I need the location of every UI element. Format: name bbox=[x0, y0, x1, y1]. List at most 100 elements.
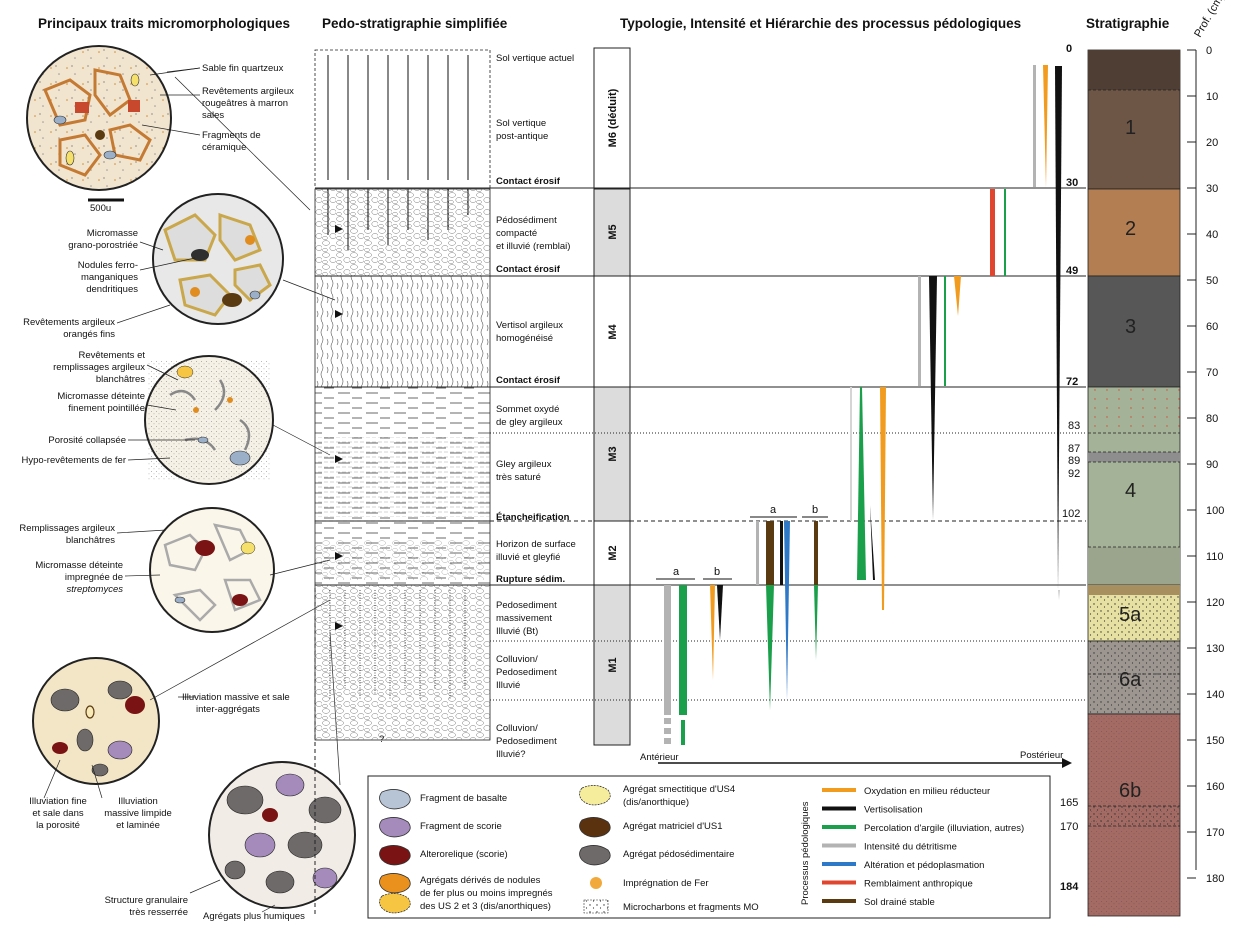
strat-unit-label: 4 bbox=[1125, 480, 1136, 502]
ruler-tick-label: 130 bbox=[1206, 643, 1224, 655]
process-legend-label: Altération et pédoplasmation bbox=[864, 860, 984, 871]
strat-unit-label: 2 bbox=[1125, 218, 1136, 240]
ruler-tick-label: 180 bbox=[1206, 873, 1224, 885]
thin-section-circle-m6: 500u bbox=[26, 45, 172, 214]
micro-label: Illuviation fine bbox=[29, 796, 87, 807]
legend-label: Agrégat matriciel d'US1 bbox=[623, 821, 723, 832]
unit-description: Sol vertique bbox=[496, 118, 546, 129]
unit-code: M1 bbox=[607, 657, 619, 672]
depth-label: 87 bbox=[1068, 443, 1080, 455]
process-bar bbox=[1004, 189, 1006, 276]
process-bar bbox=[664, 718, 671, 724]
process-legend-label: Oxydation en milieu réducteur bbox=[864, 786, 990, 797]
micro-label: et laminée bbox=[116, 820, 160, 831]
micro-label: Nodules ferro- bbox=[78, 260, 138, 271]
micro-label: Hypo-revêtements de fer bbox=[21, 455, 126, 466]
process-legend-label: Percolation d'argile (illuviation, autre… bbox=[864, 823, 1024, 834]
micro-label: inter-aggrégats bbox=[196, 704, 260, 715]
ruler-tick-label: 140 bbox=[1206, 689, 1224, 701]
micro-label: Revêtements argileux bbox=[23, 317, 115, 328]
process-bar bbox=[918, 276, 921, 386]
micro-label: et sale dans bbox=[32, 808, 83, 819]
legend-label: Fragment de basalte bbox=[420, 793, 507, 804]
unit-description: Gley argileux bbox=[496, 459, 552, 470]
ruler-tick-label: 110 bbox=[1206, 551, 1224, 563]
ruler-tick-label: 150 bbox=[1206, 735, 1224, 747]
micro-label: manganiques bbox=[81, 272, 138, 283]
process-bar bbox=[756, 521, 759, 585]
chronology-axis: Antérieur Postérieur bbox=[640, 750, 1072, 768]
pedo-column: ? bbox=[314, 49, 491, 915]
depth-label: 184 bbox=[1060, 881, 1079, 893]
micro-label: céramique bbox=[202, 142, 246, 153]
micro-label: Porosité collapsée bbox=[48, 435, 126, 446]
ruler-tick-label: 160 bbox=[1206, 781, 1224, 793]
ruler-tick-label: 100 bbox=[1206, 505, 1224, 517]
ruler-tick-label: 80 bbox=[1206, 413, 1218, 425]
depth-label: 102 bbox=[1062, 508, 1080, 520]
unit-description: Pedosediment bbox=[496, 736, 557, 747]
depth-label: 83 bbox=[1068, 420, 1080, 432]
legend-label: de fer plus ou moins impregnés bbox=[420, 888, 553, 899]
depth-label: 165 bbox=[1060, 797, 1078, 809]
unit-code: M3 bbox=[607, 446, 619, 461]
process-bar bbox=[679, 585, 687, 715]
process-bar bbox=[664, 738, 671, 744]
legend-label: Agrégats dérivés de nodules bbox=[420, 875, 541, 886]
pedo-header: Pedo-stratigraphie simplifiée bbox=[322, 16, 508, 31]
micro-label: grano-porostriée bbox=[68, 240, 138, 251]
micro-label: massive limpide bbox=[104, 808, 172, 819]
legend-label: des US 2 et 3 (dis/anorthiques) bbox=[420, 901, 551, 912]
micro-label: blanchâtres bbox=[66, 535, 115, 546]
unit-contact: Contact érosif bbox=[496, 176, 561, 187]
process-bar bbox=[664, 728, 671, 734]
process-bar bbox=[681, 720, 685, 745]
group-label: b bbox=[812, 504, 818, 516]
strat-unit-label: 5a bbox=[1119, 604, 1142, 626]
micro-label: Revêtements argileux bbox=[202, 86, 294, 97]
micro-label: Fragments de bbox=[202, 130, 261, 141]
unit-description: Vertisol argileux bbox=[496, 320, 563, 331]
depth-label: 49 bbox=[1066, 265, 1078, 277]
ruler-tick-label: 0 bbox=[1206, 45, 1212, 57]
unit-description: et illuvié (remblai) bbox=[496, 241, 570, 252]
process-bar bbox=[857, 387, 866, 580]
process-legend-label: Sol drainé stable bbox=[864, 897, 935, 908]
micro-label: la porosité bbox=[36, 820, 80, 831]
unit-description: Colluvion/ bbox=[496, 654, 538, 665]
micro-label: orangés fins bbox=[63, 329, 115, 340]
unit-description: Horizon de surface bbox=[496, 539, 576, 550]
unit-code: M6 (déduit) bbox=[607, 88, 619, 147]
thin-section-circle-m2 bbox=[32, 657, 160, 785]
unit-description: Pedosediment bbox=[496, 600, 557, 611]
process-bar bbox=[880, 387, 886, 610]
micro-label: Micromasse déteinte bbox=[57, 391, 145, 402]
prof-header: Prof. (cm) bbox=[1192, 0, 1227, 40]
process-bars bbox=[656, 65, 1062, 745]
strat-unit-label: 6a bbox=[1119, 669, 1142, 691]
micro-label: Remplissages argileux bbox=[19, 523, 115, 534]
ruler-tick-label: 60 bbox=[1206, 321, 1218, 333]
process-legend-swatch bbox=[822, 806, 856, 811]
thin-section-circle-m4 bbox=[144, 355, 274, 485]
unit-code: M5 bbox=[607, 224, 619, 239]
micro-label: Micromasse déteinte bbox=[35, 560, 123, 571]
strat-column: 1 2 3 4 5a 6a 6b bbox=[1087, 49, 1181, 917]
process-legend-swatch bbox=[822, 788, 856, 792]
ruler-tick-label: 90 bbox=[1206, 459, 1218, 471]
unit-description: Illuvié bbox=[496, 680, 520, 691]
process-bar bbox=[766, 521, 774, 585]
ruler-tick-label: 70 bbox=[1206, 367, 1218, 379]
micro-label: Structure granulaire bbox=[105, 895, 188, 906]
unit-description: post-antique bbox=[496, 131, 548, 142]
process-bar bbox=[944, 276, 946, 386]
unit-description: très saturé bbox=[496, 472, 541, 483]
process-bar bbox=[929, 276, 937, 520]
legend: Fragment de basalte Fragment de scorie A… bbox=[367, 775, 1051, 919]
unit-contact: Contact érosif bbox=[496, 375, 561, 386]
micro-label: dendritiques bbox=[86, 284, 138, 295]
micro-label: remplissages argileux bbox=[53, 362, 145, 373]
strat-unit-label: 1 bbox=[1125, 117, 1136, 139]
legend-swatch-fe-nodule-a bbox=[379, 873, 411, 894]
process-legend-swatch bbox=[822, 825, 856, 829]
